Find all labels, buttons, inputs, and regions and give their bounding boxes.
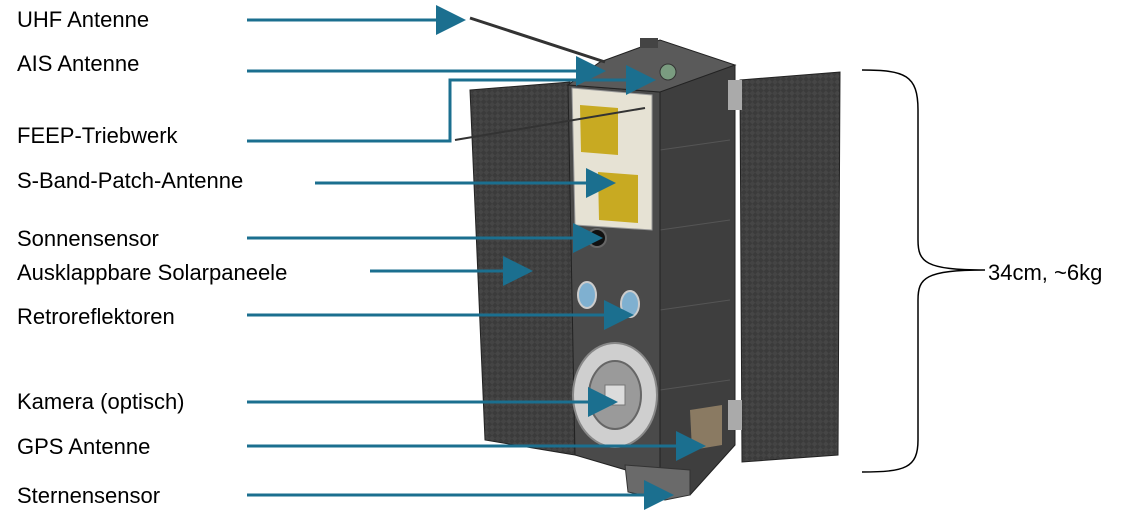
label-retroreflectors: Retroreflektoren [17,304,175,329]
label-ais-antenna: AIS Antenne [17,51,140,76]
label-uhf-antenna: UHF Antenne [17,7,150,32]
label-sband-patch-antenna: S-Band-Patch-Antenne [17,168,244,193]
right-solar-panel [739,71,841,463]
label-camera: Kamera (optisch) [17,389,185,414]
dimension-brace [861,69,986,473]
retroreflector-2 [620,290,640,318]
uhf-antenna-rod [469,16,606,64]
label-feep-thruster: FEEP-Triebwerk [17,123,178,148]
patch-antenna-2 [598,172,638,223]
leader-arrows [247,5,706,510]
gps-antenna [690,405,722,450]
label-gps-antenna: GPS Antenne [17,434,151,459]
label-solar-panels: Ausklappbare Solarpaneele [17,260,288,285]
left-solar-panel [469,81,576,456]
label-star-sensor: Sternensensor [17,483,161,508]
label-sun-sensor: Sonnensensor [17,226,159,251]
arrow-feep [247,65,656,143]
dimension-label: 34cm, ~6kg [988,260,1103,285]
retroreflector-1 [577,281,597,309]
